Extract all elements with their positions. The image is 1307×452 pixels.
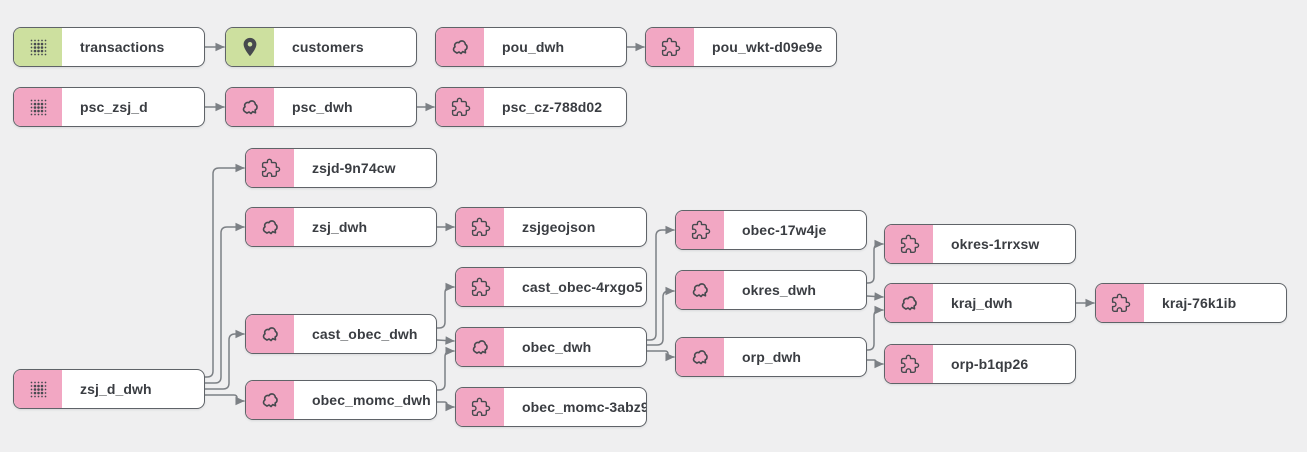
edge-zsj_d_dwh-zsjd-9n74cw	[204, 163, 245, 378]
puzzle-icon	[885, 345, 933, 383]
node-label: cast_obec_dwh	[312, 326, 418, 342]
node-label: psc_cz-788d02	[502, 99, 603, 115]
node-label: transactions	[80, 39, 165, 55]
puzzle-icon	[885, 225, 933, 263]
edge-okres_dwh-kraj_dwh	[866, 292, 884, 301]
node-label: pou_wkt-d09e9e	[712, 39, 823, 55]
node-label: okres_dwh	[742, 282, 817, 298]
lineage-node-psc_zsj_d[interactable]: psc_zsj_d	[13, 87, 205, 127]
edge-cast_obec_dwh-cast_obec-4rxgo5	[436, 282, 455, 329]
cloud-icon	[246, 315, 294, 353]
puzzle-icon	[456, 268, 504, 306]
lineage-node-obec_dwh[interactable]: obec_dwh	[455, 327, 647, 367]
cloud-icon	[456, 328, 504, 366]
node-label: zsjd-9n74cw	[312, 160, 396, 176]
lineage-node-pou_dwh[interactable]: pou_dwh	[435, 27, 627, 67]
edge-obec_momc_dwh-obec_dwh	[436, 346, 455, 391]
cloud-icon	[676, 271, 724, 309]
edge-obec_dwh-obec-17w4je	[646, 225, 675, 341]
node-label: orp-b1qp26	[951, 356, 1029, 372]
table-grid-icon	[14, 370, 62, 408]
puzzle-icon	[436, 88, 484, 126]
puzzle-icon	[456, 388, 504, 426]
table-grid-icon	[14, 28, 62, 66]
lineage-node-obec_momc-3abz9t[interactable]: obec_momc-3abz9t	[455, 387, 647, 427]
lineage-node-cast_obec_dwh[interactable]: cast_obec_dwh	[245, 314, 437, 354]
node-label: obec_dwh	[522, 339, 592, 355]
table-grid-icon	[14, 88, 62, 126]
puzzle-icon	[646, 28, 694, 66]
puzzle-icon	[1096, 284, 1144, 322]
cloud-icon	[246, 381, 294, 419]
lineage-node-cast_obec-4rxgo5[interactable]: cast_obec-4rxgo5	[455, 267, 647, 307]
node-label: zsj_d_dwh	[80, 381, 152, 397]
node-label: kraj_dwh	[951, 295, 1013, 311]
edge-zsj_d_dwh-obec_momc_dwh	[204, 394, 245, 406]
edge-zsj_d_dwh-zsj_dwh	[204, 222, 245, 384]
lineage-node-transactions[interactable]: transactions	[13, 27, 205, 67]
lineage-node-zsjd-9n74cw[interactable]: zsjd-9n74cw	[245, 148, 437, 188]
edge-obec_dwh-orp_dwh	[646, 350, 675, 362]
lineage-node-okres-1rrxsw[interactable]: okres-1rrxsw	[884, 224, 1076, 264]
cloud-icon	[246, 208, 294, 246]
location-pin-icon	[226, 28, 274, 66]
lineage-node-kraj-76k1ib[interactable]: kraj-76k1ib	[1095, 283, 1287, 323]
lineage-node-okres_dwh[interactable]: okres_dwh	[675, 270, 867, 310]
lineage-node-obec-17w4je[interactable]: obec-17w4je	[675, 210, 867, 250]
lineage-node-orp_dwh[interactable]: orp_dwh	[675, 337, 867, 377]
edge-zsj_d_dwh-cast_obec_dwh	[204, 329, 245, 390]
node-label: obec_momc_dwh	[312, 392, 431, 408]
puzzle-icon	[676, 211, 724, 249]
puzzle-icon	[246, 149, 294, 187]
node-label: kraj-76k1ib	[1162, 295, 1237, 311]
node-label: obec-17w4je	[742, 222, 827, 238]
cloud-icon	[436, 28, 484, 66]
cloud-icon	[676, 338, 724, 376]
lineage-node-obec_momc_dwh[interactable]: obec_momc_dwh	[245, 380, 437, 420]
lineage-node-zsj_dwh[interactable]: zsj_dwh	[245, 207, 437, 247]
lineage-node-psc_dwh[interactable]: psc_dwh	[225, 87, 417, 127]
edge-obec_dwh-okres_dwh	[646, 286, 675, 346]
node-label: okres-1rrxsw	[951, 236, 1040, 252]
node-label: pou_dwh	[502, 39, 565, 55]
edge-okres_dwh-okres-1rrxsw	[866, 239, 884, 284]
node-label: zsjgeojson	[522, 219, 596, 235]
node-label: psc_dwh	[292, 99, 353, 115]
puzzle-icon	[456, 208, 504, 246]
node-label: obec_momc-3abz9t	[522, 399, 646, 415]
edge-obec_momc_dwh-obec_momc-3abz9t	[436, 401, 455, 412]
lineage-node-zsjgeojson[interactable]: zsjgeojson	[455, 207, 647, 247]
node-label: psc_zsj_d	[80, 99, 148, 115]
node-label: customers	[292, 39, 364, 55]
cloud-icon	[226, 88, 274, 126]
lineage-node-kraj_dwh[interactable]: kraj_dwh	[884, 283, 1076, 323]
cloud-icon	[885, 284, 933, 322]
edge-orp_dwh-orp-b1qp26	[866, 359, 884, 369]
node-label: zsj_dwh	[312, 219, 368, 235]
lineage-node-orp-b1qp26[interactable]: orp-b1qp26	[884, 344, 1076, 384]
lineage-node-pou_wkt-d09e9e[interactable]: pou_wkt-d09e9e	[645, 27, 837, 67]
node-label: orp_dwh	[742, 349, 802, 365]
lineage-node-customers[interactable]: customers	[225, 27, 417, 67]
edge-orp_dwh-kraj_dwh	[866, 305, 884, 351]
lineage-node-psc_cz-788d02[interactable]: psc_cz-788d02	[435, 87, 627, 127]
edge-cast_obec_dwh-obec_dwh	[436, 336, 455, 345]
node-label: cast_obec-4rxgo5	[522, 279, 643, 295]
lineage-node-zsj_d_dwh[interactable]: zsj_d_dwh	[13, 369, 205, 409]
